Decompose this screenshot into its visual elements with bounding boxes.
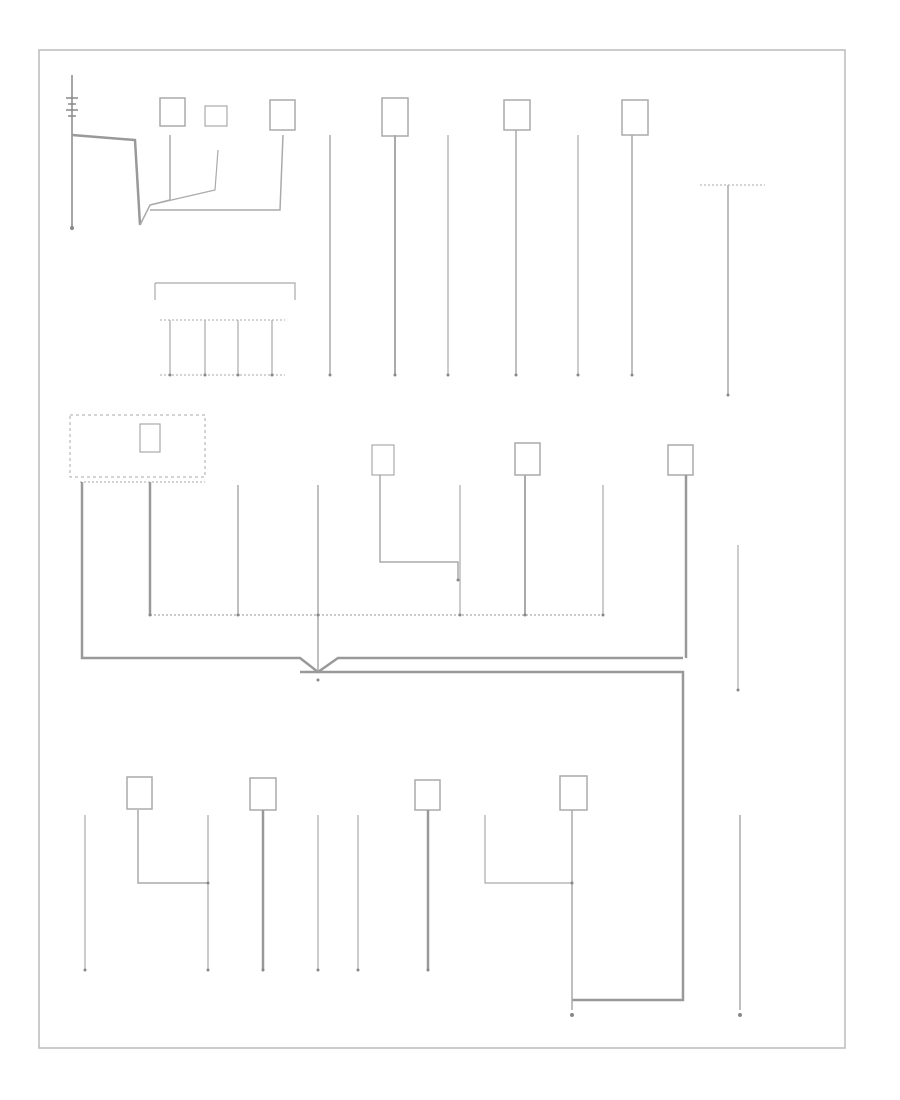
- component-box: [514, 442, 541, 476]
- middle-row-wiring: [69, 414, 739, 1002]
- component-box: [503, 99, 531, 131]
- top-row-wiring: [71, 97, 765, 395]
- component-box: [139, 423, 161, 453]
- component-box: [126, 776, 153, 810]
- component-box: [667, 444, 694, 476]
- diagram-border: [38, 49, 846, 1049]
- component-box: [621, 99, 649, 136]
- component-box: [249, 777, 277, 811]
- component-box: [204, 105, 228, 127]
- component-box: [559, 775, 588, 811]
- component-box: [269, 99, 296, 131]
- underhood-junction-box: [69, 414, 206, 478]
- bottom-row-wiring: [84, 775, 741, 1010]
- component-box: [414, 779, 441, 811]
- component-box: [381, 97, 409, 137]
- component-box: [159, 97, 186, 127]
- ground-points: [70, 226, 742, 1017]
- battery-symbol: [66, 75, 78, 228]
- component-box: [371, 444, 395, 476]
